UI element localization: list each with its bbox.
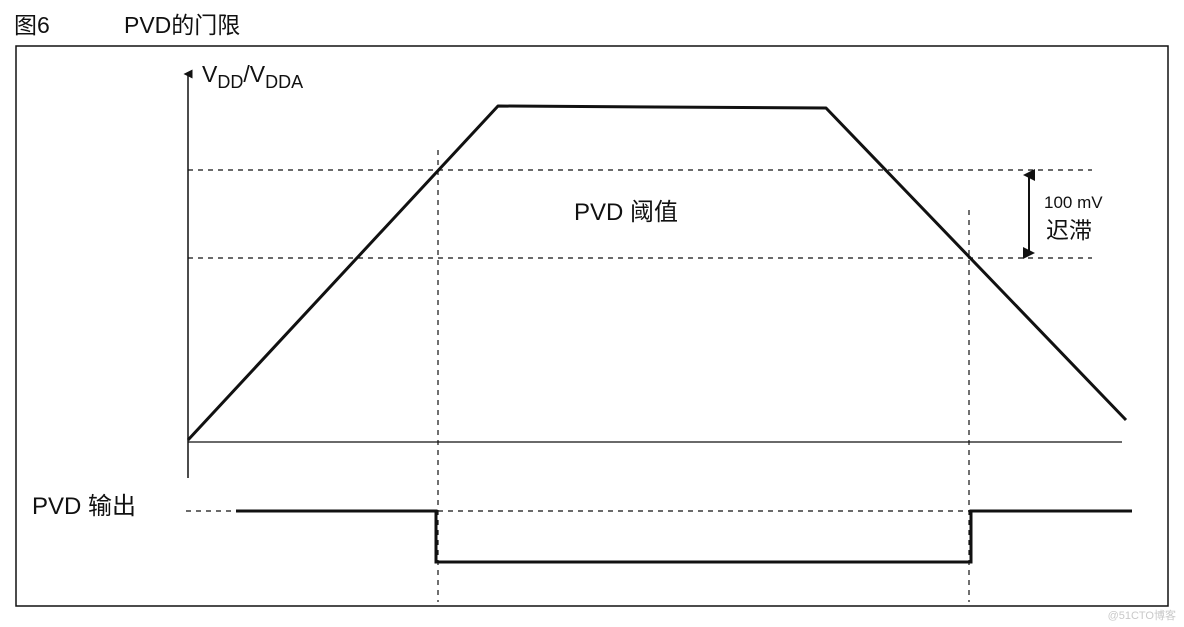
figure-title: 图6 PVD的门限 — [14, 6, 240, 40]
hysteresis-value: 100 mV — [1044, 193, 1103, 212]
watermark: @51CTO博客 — [1107, 610, 1176, 622]
figure-caption: PVD的门限 — [124, 12, 241, 38]
y-axis-label: VDD/VDDA — [202, 61, 303, 92]
supply-voltage-curve — [186, 104, 1128, 442]
pvd-output-label: PVD 输出 — [32, 493, 136, 520]
pvd-output-waveform — [236, 509, 1132, 564]
figure-number: 图6 — [14, 12, 50, 38]
threshold-label: PVD 阈值 — [574, 199, 678, 226]
diagram-frame — [15, 45, 1169, 607]
hysteresis-label: 迟滞 — [1046, 217, 1092, 243]
